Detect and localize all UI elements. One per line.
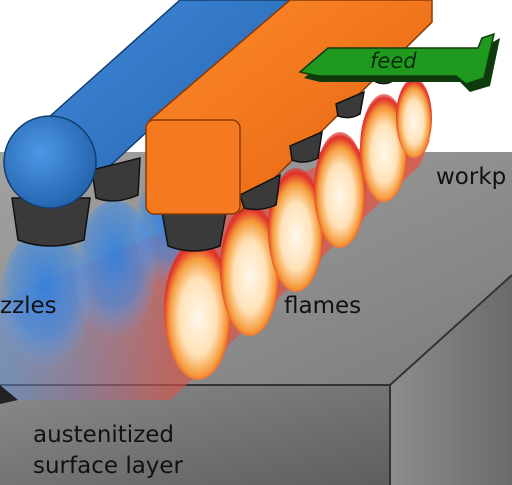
orange-pipe-end xyxy=(145,119,241,215)
blue-nozzle xyxy=(11,197,91,247)
blue-nozzle xyxy=(91,157,141,202)
workpiece-edge xyxy=(389,274,512,386)
feed-arrow-body xyxy=(298,32,496,85)
workpiece-label: workp xyxy=(436,164,506,190)
blue-flame xyxy=(75,200,155,340)
blue-flame xyxy=(0,230,90,370)
stripe-front-edge xyxy=(0,385,18,404)
feed-arrow: feed xyxy=(298,32,500,92)
flame xyxy=(360,94,408,202)
flames-label: flames xyxy=(284,293,361,319)
flames-group xyxy=(164,78,432,380)
layer-label-line2: surface layer xyxy=(33,453,184,479)
layer-label-line1: austenitized xyxy=(33,422,174,448)
orange-nozzle xyxy=(289,130,323,163)
orange-nozzle xyxy=(161,211,227,252)
workpiece-front-face xyxy=(0,385,390,485)
flame xyxy=(164,240,232,380)
flame xyxy=(314,132,366,248)
feed-label: feed xyxy=(370,49,417,73)
flame xyxy=(220,204,280,336)
nozzles-label: zzles xyxy=(0,293,57,319)
flame xyxy=(268,168,324,292)
orange-nozzle xyxy=(239,173,281,211)
blue-pipe-end xyxy=(3,115,97,209)
workpiece-side-face xyxy=(390,275,512,485)
flame xyxy=(396,78,432,158)
orange-nozzle xyxy=(335,90,365,119)
